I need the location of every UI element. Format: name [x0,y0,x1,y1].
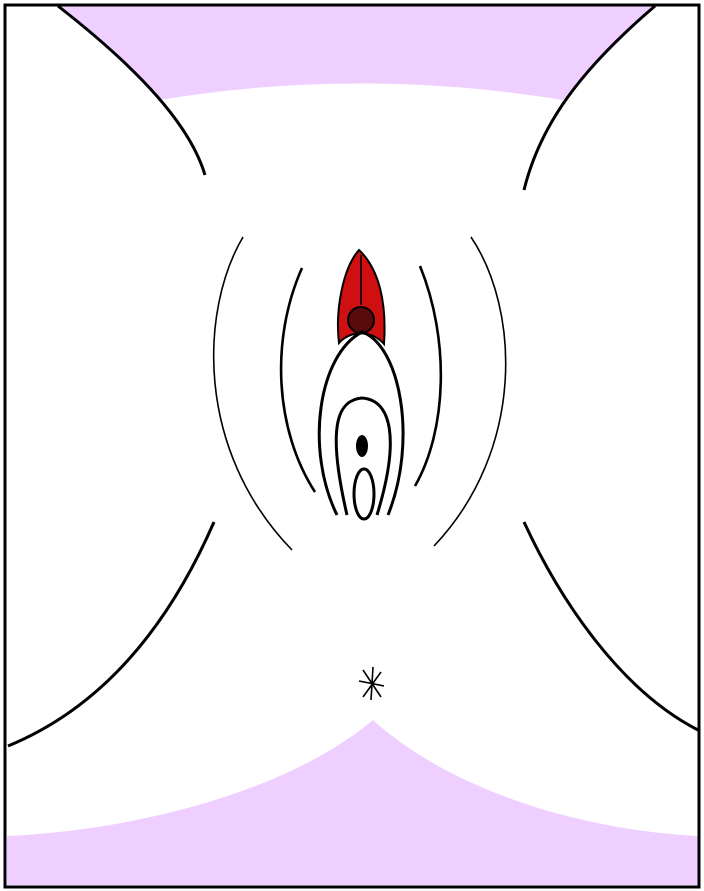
right-thigh-curve [524,522,698,730]
urethral-opening [356,435,368,457]
left-thigh-curve [8,522,214,746]
outer-labia-arcs [214,237,292,550]
perineum-asterisk [359,667,384,700]
dark-glans [348,307,374,333]
inner-labia-arcs [281,268,315,492]
inner-labia-arcs [415,266,441,486]
outer-labia-arcs [434,237,506,546]
vaginal-opening [354,469,374,519]
lilac-bottom-region [7,720,698,885]
